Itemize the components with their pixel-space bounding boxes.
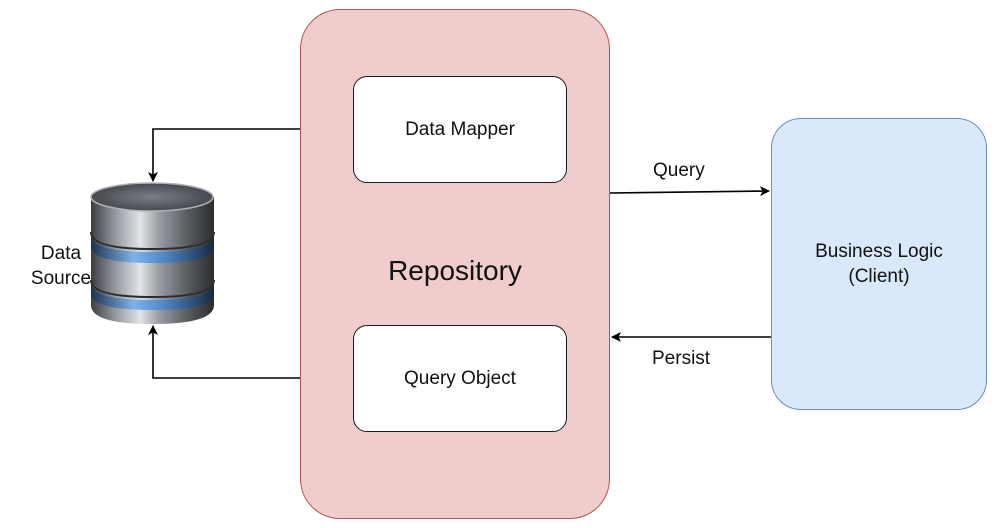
datasource-queryobject-connector <box>148 325 352 383</box>
data-mapper-box: Data Mapper <box>353 76 567 183</box>
data-source-label-line1: Data <box>40 243 82 264</box>
persist-edge-label: Persist <box>652 348 711 369</box>
query-object-box: Query Object <box>353 325 567 432</box>
query-edge-label: Query <box>653 160 705 181</box>
repository-title: Repository <box>388 255 522 286</box>
business-logic-label-line1: Business Logic <box>815 241 943 262</box>
business-logic-box: Business Logic (Client) <box>771 118 987 410</box>
data-source-label-line2: Source <box>30 268 92 289</box>
datasource-mapper-connector <box>148 124 352 182</box>
business-logic-label-line2: (Client) <box>848 266 910 287</box>
data-source-label: Data Source <box>22 241 100 291</box>
query-object-label: Query Object <box>404 367 516 389</box>
data-mapper-label: Data Mapper <box>405 118 515 140</box>
query-arrow <box>609 186 770 197</box>
database-icon <box>90 182 215 324</box>
